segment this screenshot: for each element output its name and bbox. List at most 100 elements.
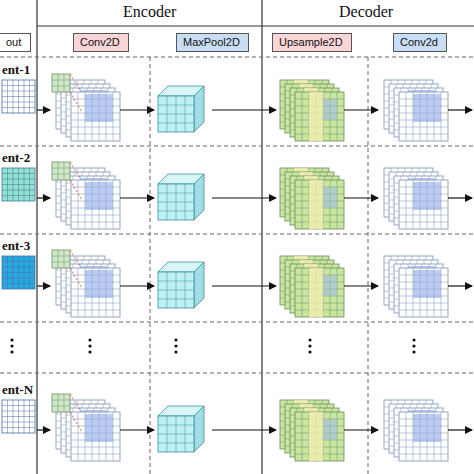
grid-line [71, 303, 120, 304]
cube-side [194, 262, 204, 308]
flow-arrow [212, 109, 276, 110]
grid-face [2, 400, 35, 433]
upsample-stack [280, 168, 344, 229]
flow-arrow [344, 429, 378, 430]
input-grid [2, 400, 35, 433]
flow-arrow [448, 197, 472, 198]
grid-face [295, 180, 344, 229]
conv-stack [52, 250, 120, 317]
grid-face [399, 180, 448, 229]
grid-line [399, 447, 448, 448]
feature-highlight [323, 419, 337, 440]
grid-face [158, 96, 194, 132]
grid-line [52, 80, 70, 81]
grid-line [64, 162, 65, 180]
grid-line [399, 127, 448, 128]
cube-side [194, 406, 204, 452]
grid-face [71, 412, 120, 461]
flow-arrow [344, 285, 378, 286]
client-label: ent-3 [2, 238, 30, 254]
grid-line [52, 400, 70, 401]
kernel-guide [70, 180, 82, 200]
feature-highlight [85, 270, 113, 298]
conv-stack [384, 256, 448, 317]
grid-line [399, 310, 448, 311]
ellipsis-dot [174, 350, 177, 353]
client-label: ent-N [2, 382, 33, 398]
grid-line [71, 454, 120, 455]
grid-line [52, 262, 70, 263]
grid-face [52, 394, 70, 412]
ellipsis-dot [10, 350, 13, 353]
grid-face [2, 256, 35, 289]
grid-line [158, 434, 194, 435]
grid-face [71, 92, 120, 141]
flow-arrow [37, 429, 50, 430]
grid-face [158, 272, 194, 308]
maxpool-cube [158, 86, 204, 132]
grid-line [185, 184, 186, 220]
conv-stack [384, 80, 448, 141]
grid-face [71, 180, 120, 229]
input-grid [2, 80, 35, 113]
grid-face [399, 92, 448, 141]
layer-box: Upsample2D [272, 33, 352, 52]
input-grid [2, 256, 35, 289]
ellipsis-dot [174, 338, 177, 341]
grid-line [71, 222, 120, 223]
grid-line [64, 74, 65, 92]
kernel-guide [70, 394, 80, 410]
ellipsis-dot [412, 344, 415, 347]
grid-line [2, 272, 35, 273]
grid-line [2, 427, 35, 428]
kernel-guide [70, 250, 80, 266]
ellipsis-dot [10, 338, 13, 341]
grid-line [2, 96, 35, 97]
section-divider [36, 0, 37, 474]
upsample-column [309, 268, 323, 317]
grid-face [52, 250, 70, 268]
grid-line [24, 256, 25, 289]
grid-face [52, 162, 70, 180]
layer-box: MaxPool2D [176, 33, 249, 52]
upsample-column [309, 412, 323, 461]
ellipsis-dot [88, 344, 91, 347]
layer-label: Conv2d [400, 36, 440, 49]
client-label: ent-1 [2, 62, 30, 78]
input-grid [2, 168, 35, 201]
grid-line [302, 180, 303, 229]
grid-line [406, 268, 407, 317]
feature-highlight [413, 270, 441, 298]
conv-stack [52, 394, 120, 461]
ellipsis-dot [308, 344, 311, 347]
grid-line [24, 168, 25, 201]
flow-arrow [120, 429, 154, 430]
feature-highlight [413, 94, 441, 122]
conv-stack [384, 400, 448, 461]
grid-line [399, 303, 448, 304]
feature-highlight [413, 182, 441, 210]
upsample-stack [280, 80, 344, 141]
section-divider [261, 0, 262, 474]
maxpool-cube [158, 406, 204, 452]
grid-line [2, 190, 35, 191]
grid-line [2, 102, 35, 103]
grid-face [295, 92, 344, 141]
grid-line [52, 256, 70, 257]
grid-line [29, 168, 30, 201]
flow-arrow [448, 285, 472, 286]
layer-label: out [6, 36, 24, 49]
grid-face [399, 268, 448, 317]
maxpool-cube [158, 174, 204, 220]
kernel [52, 250, 82, 288]
grid-line [58, 162, 59, 180]
ellipsis-dot [308, 338, 311, 341]
grid-line [2, 283, 35, 284]
client-label: ent-2 [2, 150, 30, 166]
feature-highlight [85, 94, 113, 122]
section-title: Encoder [123, 3, 176, 21]
grid-line [399, 215, 448, 216]
grid-line [29, 400, 30, 433]
